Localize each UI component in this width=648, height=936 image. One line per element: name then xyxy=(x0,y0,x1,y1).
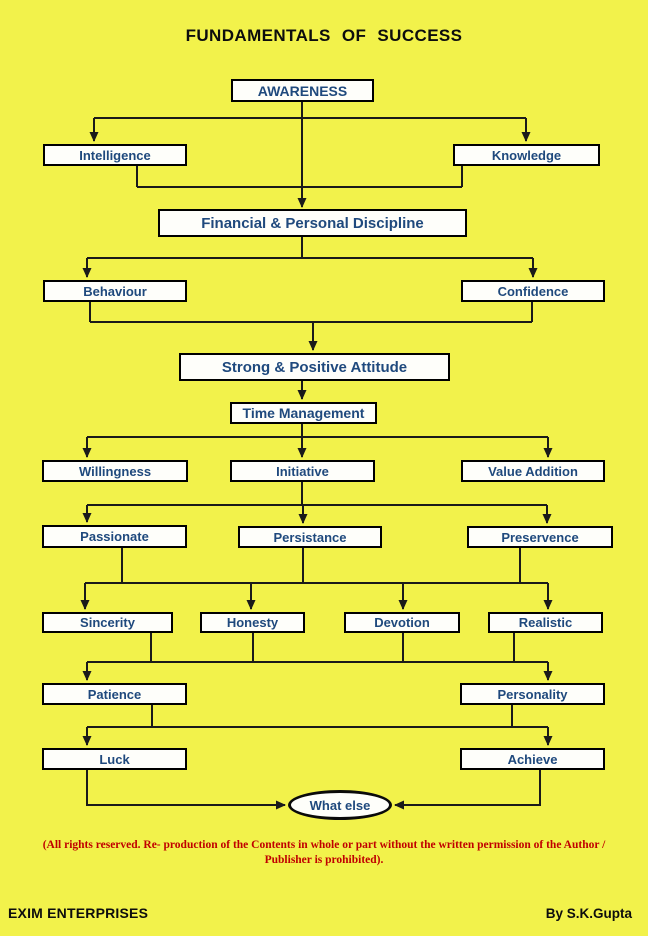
node-honesty: Honesty xyxy=(200,612,305,633)
node-intelligence: Intelligence xyxy=(43,144,187,166)
node-strong-positive-attitude: Strong & Positive Attitude xyxy=(179,353,450,381)
copyright-line-2: Publisher is prohibited). xyxy=(264,854,384,866)
node-willingness: Willingness xyxy=(42,460,188,482)
copyright-line-1: (All rights reserved. Re- production of … xyxy=(42,839,606,851)
node-preservence: Preservence xyxy=(467,526,613,548)
footer-author-credit: By S.K.Gupta xyxy=(545,906,632,921)
node-realistic: Realistic xyxy=(488,612,603,633)
node-confidence: Confidence xyxy=(461,280,605,302)
node-value-addition: Value Addition xyxy=(461,460,605,482)
node-knowledge: Knowledge xyxy=(453,144,600,166)
node-financial-discipline: Financial & Personal Discipline xyxy=(158,209,467,237)
node-devotion: Devotion xyxy=(344,612,460,633)
node-patience: Patience xyxy=(42,683,187,705)
footer-company-name: EXIM ENTERPRISES xyxy=(8,905,149,921)
node-time-management: Time Management xyxy=(230,402,377,424)
node-sincerity: Sincerity xyxy=(42,612,173,633)
page-title: FUNDAMENTALS OF SUCCESS xyxy=(185,26,463,45)
node-passionate: Passionate xyxy=(42,525,187,548)
node-achieve: Achieve xyxy=(460,748,605,770)
node-what-else: What else xyxy=(288,790,392,820)
node-behaviour: Behaviour xyxy=(43,280,187,302)
node-initiative: Initiative xyxy=(230,460,375,482)
node-personality: Personality xyxy=(460,683,605,705)
node-luck: Luck xyxy=(42,748,187,770)
node-awareness: AWARENESS xyxy=(231,79,374,102)
copyright-notice: (All rights reserved. Re- production of … xyxy=(0,838,648,868)
node-persistance: Persistance xyxy=(238,526,382,548)
